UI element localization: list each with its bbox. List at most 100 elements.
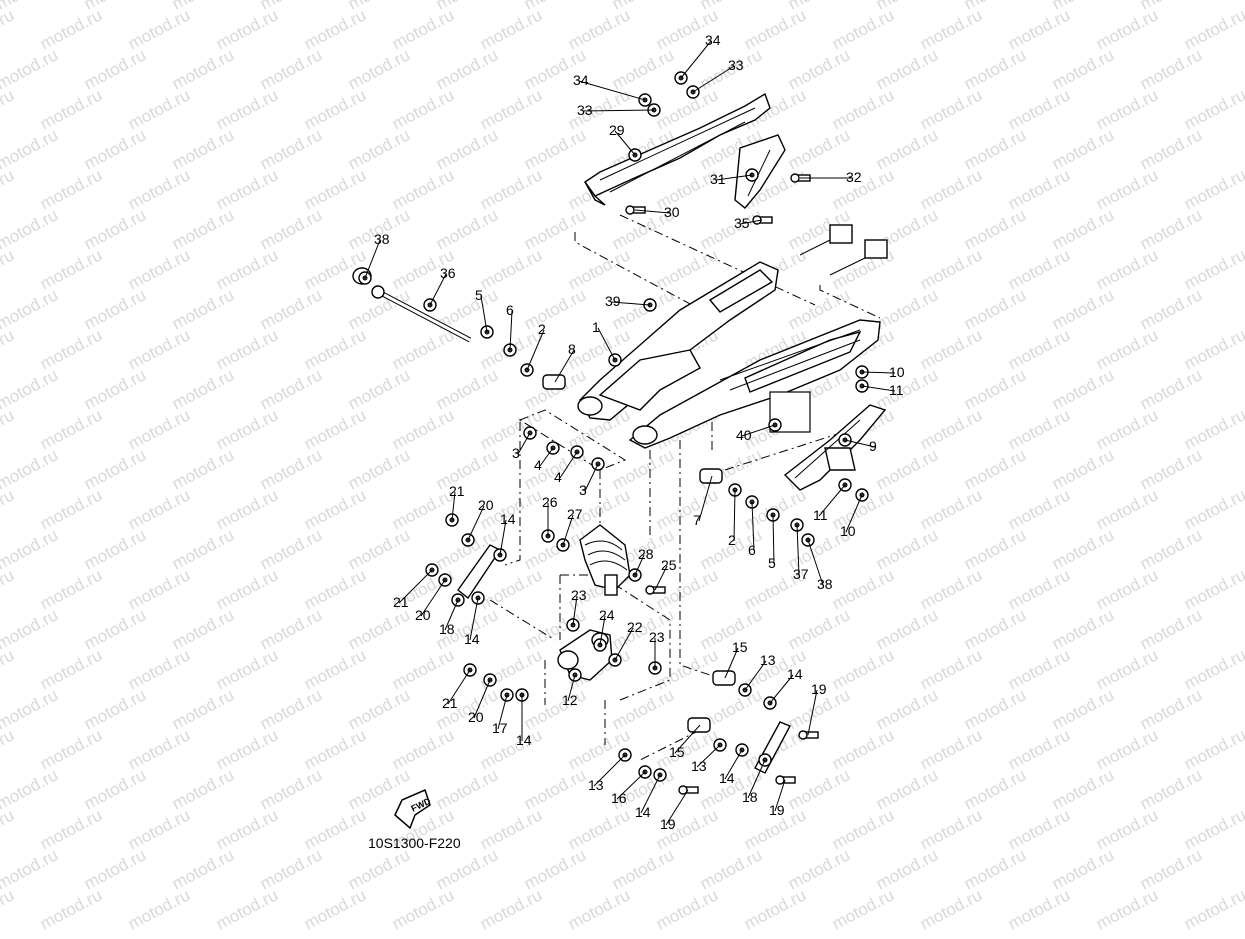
watermark-text: motod.ru bbox=[1181, 245, 1245, 293]
callout-label: 21 bbox=[393, 594, 409, 610]
watermark-text: motod.ru bbox=[1005, 5, 1073, 53]
watermark-text: motod.ru bbox=[961, 365, 1029, 413]
watermark-text: motod.ru bbox=[1181, 405, 1245, 453]
leader-line bbox=[774, 779, 786, 812]
watermark-text: motod.ru bbox=[0, 485, 17, 533]
watermark-text: motod.ru bbox=[873, 445, 941, 493]
leader-line bbox=[480, 295, 488, 333]
callout-label: 2 bbox=[538, 321, 546, 337]
callout-label: 29 bbox=[609, 122, 625, 138]
watermark-text: motod.ru bbox=[1137, 605, 1205, 653]
collar-part bbox=[699, 468, 723, 484]
watermark-text: motod.ru bbox=[785, 125, 853, 173]
callout-label: 5 bbox=[475, 287, 483, 303]
callout-label: 10 bbox=[889, 364, 905, 380]
watermark-text: motod.ru bbox=[917, 885, 985, 933]
watermark-text: motod.ru bbox=[1005, 245, 1073, 293]
watermark-text: motod.ru bbox=[873, 285, 941, 333]
watermark-text: motod.ru bbox=[81, 685, 149, 733]
watermark-text: motod.ru bbox=[917, 245, 985, 293]
watermark-text: motod.ru bbox=[961, 685, 1029, 733]
watermark-text: motod.ru bbox=[389, 5, 457, 53]
watermark-text: motod.ru bbox=[169, 685, 237, 733]
watermark-text: motod.ru bbox=[213, 325, 281, 373]
leader-line bbox=[584, 463, 599, 492]
swingarm bbox=[577, 261, 881, 449]
watermark-text: motod.ru bbox=[785, 765, 853, 813]
watermark-text: motod.ru bbox=[37, 645, 105, 693]
watermark-text: motod.ru bbox=[1137, 365, 1205, 413]
watermark-text: motod.ru bbox=[917, 725, 985, 773]
watermark-text: motod.ru bbox=[213, 885, 281, 933]
watermark-text: motod.ru bbox=[0, 645, 17, 693]
watermark-text: motod.ru bbox=[1093, 85, 1161, 133]
watermark-text: motod.ru bbox=[829, 725, 897, 773]
leader-line bbox=[634, 554, 645, 576]
watermark-text: motod.ru bbox=[257, 445, 325, 493]
callout-label: 4 bbox=[554, 469, 562, 485]
leader-lines bbox=[364, 40, 896, 826]
watermark-text: motod.ru bbox=[433, 45, 501, 93]
callout-label: 20 bbox=[415, 607, 431, 623]
watermark-text: motod.ru bbox=[1005, 565, 1073, 613]
watermark-text: motod.ru bbox=[37, 885, 105, 933]
watermark-text: motod.ru bbox=[1093, 645, 1161, 693]
leader-line bbox=[614, 627, 634, 661]
watermark-text: motod.ru bbox=[0, 405, 17, 453]
watermark-text: motod.ru bbox=[609, 845, 677, 893]
watermark-text: motod.ru bbox=[829, 645, 897, 693]
leader-line bbox=[559, 451, 578, 479]
watermark-text: motod.ru bbox=[565, 885, 633, 933]
watermark-text: motod.ru bbox=[609, 685, 677, 733]
leader-line bbox=[807, 689, 818, 736]
watermark-text: motod.ru bbox=[81, 365, 149, 413]
watermark-text: motod.ru bbox=[0, 205, 61, 253]
watermark-text: motod.ru bbox=[257, 125, 325, 173]
watermark-text: motod.ru bbox=[345, 445, 413, 493]
leader-line bbox=[654, 565, 668, 591]
watermark-text: motod.ru bbox=[1181, 885, 1245, 933]
leader-line bbox=[599, 615, 606, 646]
leader-line bbox=[473, 679, 491, 719]
diagram-code: 10S1300-F220 bbox=[368, 835, 461, 851]
leader-line bbox=[593, 754, 626, 787]
watermark-text: motod.ru bbox=[917, 645, 985, 693]
watermark-text: motod.ru bbox=[917, 405, 985, 453]
callout-label: 6 bbox=[506, 302, 514, 318]
watermark-text: motod.ru bbox=[81, 285, 149, 333]
watermark-text: motod.ru bbox=[0, 245, 17, 293]
leader-line bbox=[744, 660, 767, 691]
watermark-text: motod.ru bbox=[37, 165, 105, 213]
watermark-text: motod.ru bbox=[213, 165, 281, 213]
watermark-text: motod.ru bbox=[521, 765, 589, 813]
callout-label: 6 bbox=[748, 542, 756, 558]
watermark-text: motod.ru bbox=[213, 5, 281, 53]
watermark-text: motod.ru bbox=[1181, 85, 1245, 133]
watermark-text: motod.ru bbox=[1181, 725, 1245, 773]
leader-line bbox=[597, 327, 616, 361]
leader-line bbox=[447, 669, 471, 705]
watermark-text: motod.ru bbox=[873, 525, 941, 573]
callout-label: 23 bbox=[649, 629, 665, 645]
watermark-text: motod.ru bbox=[609, 45, 677, 93]
watermark-text: motod.ru bbox=[81, 765, 149, 813]
watermark-text: motod.ru bbox=[0, 45, 61, 93]
watermark-text: motod.ru bbox=[0, 165, 17, 213]
watermark-text: motod.ru bbox=[917, 565, 985, 613]
watermark-text: motod.ru bbox=[1137, 765, 1205, 813]
leader-line bbox=[451, 491, 456, 521]
callout-label: 7 bbox=[693, 512, 701, 528]
watermark-text: motod.ru bbox=[213, 85, 281, 133]
watermark-text: motod.ru bbox=[1137, 445, 1205, 493]
watermark-text: motod.ru bbox=[917, 485, 985, 533]
leader-line bbox=[845, 494, 863, 533]
watermark-text: motod.ru bbox=[169, 605, 237, 653]
watermark-text: motod.ru bbox=[37, 725, 105, 773]
watermark-text: motod.ru bbox=[0, 685, 61, 733]
watermark-text: motod.ru bbox=[1005, 485, 1073, 533]
watermark-text: motod.ru bbox=[257, 205, 325, 253]
watermark-text: motod.ru bbox=[389, 165, 457, 213]
watermark-text: motod.ru bbox=[1005, 885, 1073, 933]
watermark-text: motod.ru bbox=[521, 285, 589, 333]
callout-label: 39 bbox=[605, 293, 621, 309]
